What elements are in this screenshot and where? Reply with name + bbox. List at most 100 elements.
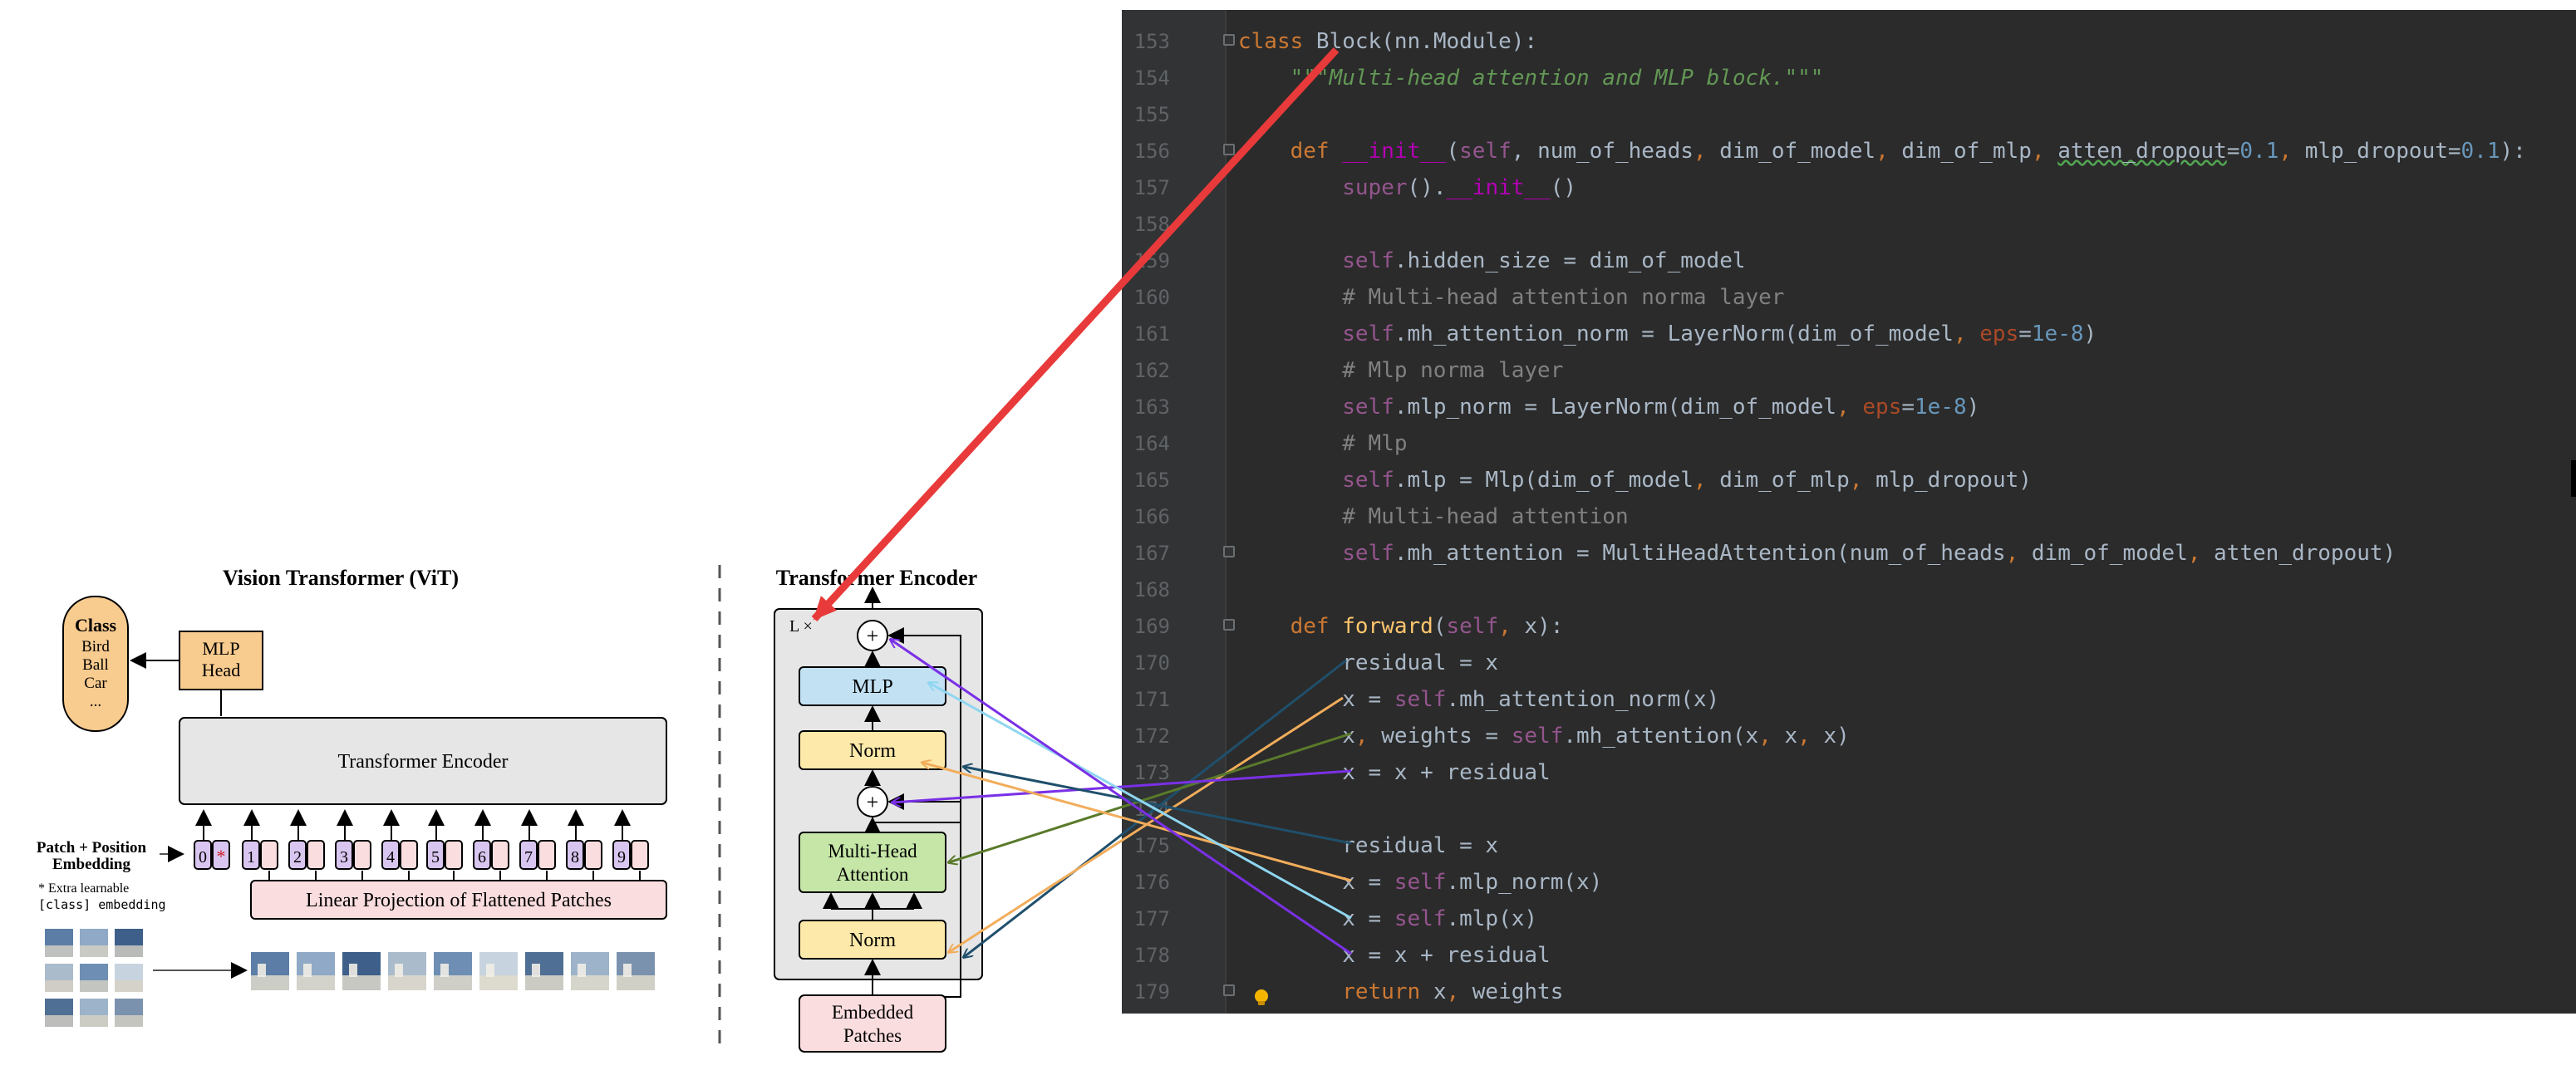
transformer-encoder-box: [179, 717, 667, 805]
token-index: 4: [386, 848, 395, 866]
vit-diagram: Vision Transformer (ViT) Class Bird Ball…: [37, 565, 983, 1053]
code-line[interactable]: 165 self.mlp = Mlp(dim_of_model, dim_of_…: [1122, 462, 2576, 498]
line-number: 155: [1133, 103, 1170, 126]
code-line[interactable]: 170 residual = x: [1122, 645, 2576, 681]
code-editor[interactable]: 153 class Block(nn.Module): 154 """Multi-h…: [1122, 10, 2576, 1014]
line-number: 170: [1133, 651, 1170, 675]
line-number: 154: [1133, 66, 1170, 90]
class-token-star: *: [217, 846, 226, 866]
flattened-patch: [571, 952, 609, 990]
code-text: # Multi-head attention norma layer: [1342, 285, 1785, 310]
code-text: self.mlp_norm = LayerNorm(dim_of_model, …: [1342, 395, 1980, 420]
code-text: # Mlp: [1342, 431, 1408, 456]
class-title: Class: [75, 615, 117, 636]
repeat-label: L ×: [789, 617, 813, 636]
code-line[interactable]: 162 # Mlp norma layer: [1122, 352, 2576, 389]
line-number: 153: [1133, 30, 1170, 53]
code-line[interactable]: 167 self.mh_attention = MultiHeadAttenti…: [1122, 535, 2576, 572]
code-line[interactable]: 158: [1122, 206, 2576, 243]
code-line[interactable]: 172 x, weights = self.mh_attention(x, x,…: [1122, 718, 2576, 754]
code-line[interactable]: 161 self.mh_attention_norm = LayerNorm(d…: [1122, 316, 2576, 352]
image-patch: [115, 999, 143, 1027]
code-text: return x, weights: [1342, 979, 1564, 1004]
token-index: 8: [571, 848, 579, 866]
fold-icon[interactable]: [1223, 984, 1235, 996]
code-line[interactable]: 176 x = self.mlp_norm(x): [1122, 864, 2576, 901]
line-number: 172: [1133, 724, 1170, 748]
image-patch: [80, 964, 108, 992]
code-text: self.mh_attention = MultiHeadAttention(n…: [1342, 541, 2397, 566]
token-index: 9: [617, 848, 626, 866]
code-line[interactable]: 173 x = x + residual: [1122, 754, 2576, 791]
code-line[interactable]: 168: [1122, 572, 2576, 608]
line-number: 169: [1133, 615, 1170, 638]
mlp-head-label: MLP: [202, 638, 239, 659]
patch-embedding: [584, 840, 602, 870]
token-index: 5: [431, 848, 440, 866]
mlp-label: MLP: [852, 676, 892, 698]
embedded-patches-box: [799, 994, 946, 1053]
class-item: Ball: [82, 656, 109, 674]
code-line[interactable]: 157 super().__init__(): [1122, 169, 2576, 206]
scroll-marker[interactable]: [2571, 460, 2576, 497]
code-line[interactable]: 177 x = self.mlp(x): [1122, 901, 2576, 937]
line-number: 171: [1133, 688, 1170, 711]
class-box: [62, 596, 129, 732]
code-line[interactable]: 160 # Multi-head attention norma layer: [1122, 279, 2576, 316]
mha-label: Multi-Head: [828, 841, 917, 862]
image-patch: [115, 929, 143, 957]
token: 9: [612, 809, 649, 881]
token: 2: [288, 809, 325, 881]
code-line[interactable]: 175 residual = x: [1122, 827, 2576, 864]
flattened-patch: [297, 952, 335, 990]
code-line[interactable]: 164 # Mlp: [1122, 425, 2576, 462]
mlp-head-box: [179, 631, 263, 690]
code-line[interactable]: 159 self.hidden_size = dim_of_model: [1122, 243, 2576, 279]
patch-embedding: [445, 840, 463, 870]
line-number: 177: [1133, 907, 1170, 930]
code-line[interactable]: 155: [1122, 96, 2576, 133]
image-patch: [45, 999, 73, 1027]
flattened-patch: [434, 952, 472, 990]
class-token: [212, 840, 230, 870]
patch-embedding: [400, 840, 418, 870]
token: 8: [566, 809, 602, 881]
code-text: class Block(nn.Module):: [1238, 29, 1538, 54]
code-text: residual = x: [1238, 650, 1499, 675]
code-line[interactable]: 166 # Multi-head attention: [1122, 498, 2576, 535]
fold-icon[interactable]: [1223, 546, 1235, 557]
patch-embedding: [631, 840, 649, 870]
fold-icon[interactable]: [1223, 34, 1235, 46]
code-text: residual = x: [1238, 833, 1499, 858]
code-line[interactable]: 153 class Block(nn.Module):: [1122, 23, 2576, 60]
image-patch: [80, 999, 108, 1027]
flattened-patch: [342, 952, 381, 990]
plus-label: +: [867, 790, 879, 814]
fold-icon[interactable]: [1223, 619, 1235, 631]
flattened-patch: [525, 952, 563, 990]
token-index: 3: [340, 848, 348, 866]
code-line[interactable]: 171 x = self.mh_attention_norm(x): [1122, 681, 2576, 718]
linear-projection-box: [250, 880, 667, 920]
code-line[interactable]: 169 def forward(self, x):: [1122, 608, 2576, 645]
flattened-patch: [388, 952, 426, 990]
image-patch: [115, 964, 143, 992]
code-line[interactable]: 163 self.mlp_norm = LayerNorm(dim_of_mod…: [1122, 389, 2576, 425]
code-text: # Multi-head attention: [1342, 504, 1629, 529]
image-patch: [45, 929, 73, 957]
code-line[interactable]: 179 return x, weights: [1122, 974, 2576, 1010]
code-text: # Mlp norma layer: [1342, 358, 1564, 383]
code-line[interactable]: 174: [1122, 791, 2576, 827]
line-number: 167: [1133, 542, 1170, 565]
embedded-patches-label: Patches: [843, 1025, 902, 1046]
bulb-icon[interactable]: [1253, 982, 1270, 1005]
line-number: 174: [1133, 798, 1170, 821]
code-line[interactable]: 156 def __init__(self, num_of_heads, dim…: [1122, 133, 2576, 169]
code-text: x, weights = self.mh_attention(x, x, x): [1238, 724, 1850, 749]
class-item: Car: [84, 675, 107, 692]
code-line[interactable]: 178 x = x + residual: [1122, 937, 2576, 974]
code-line[interactable]: 154 """Multi-head attention and MLP bloc…: [1122, 60, 2576, 96]
line-number: 178: [1133, 944, 1170, 967]
fold-icon[interactable]: [1223, 144, 1235, 155]
flattened-patch: [479, 952, 518, 990]
